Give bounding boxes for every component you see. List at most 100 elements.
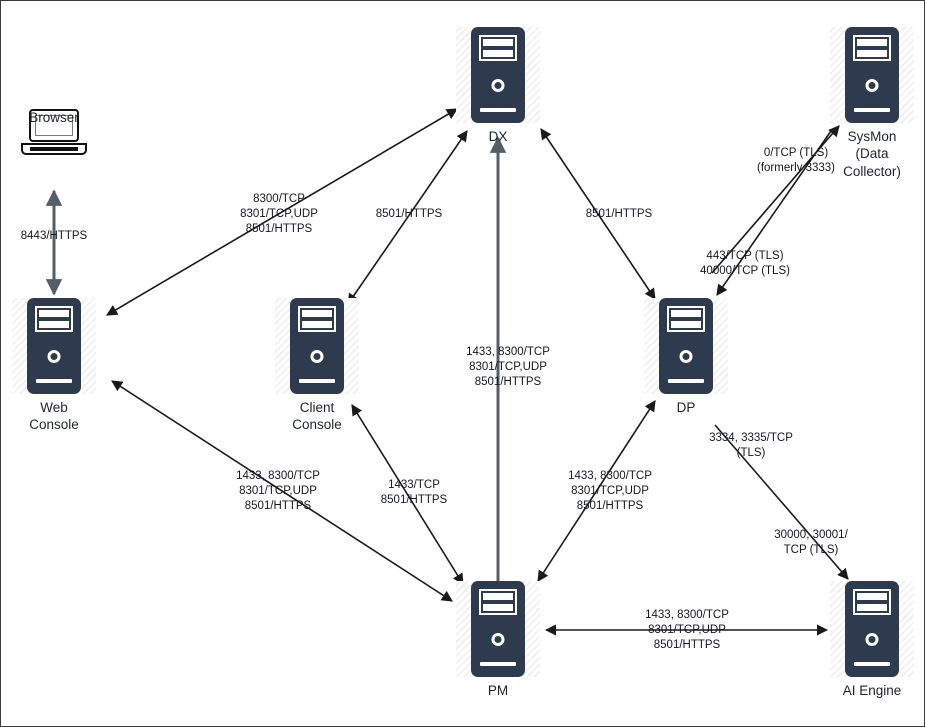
edge-label-sysmon-dp: 443/TCP (TLS) 40000/TCP (TLS) (700, 249, 790, 279)
port-line: 8501/HTTPS (380, 494, 448, 507)
node-backdrop (12, 298, 96, 394)
port-line: 8501/HTTPS (245, 223, 313, 236)
edge-client-console-dx (347, 130, 468, 305)
node-pm-label: PM (487, 683, 509, 698)
node-client-console[interactable]: Client Console (275, 298, 359, 434)
server-base-bar (299, 379, 335, 383)
label-line-1: Web (40, 400, 68, 415)
port-line: 1433, 8300/TCP (466, 346, 550, 358)
node-web-console[interactable]: Web Console (12, 298, 96, 434)
node-browser-label: Browser (29, 110, 79, 125)
port-line: 8443/HTTPS (20, 230, 88, 242)
edge-label-dx-pm: 1433, 8300/TCP 8301/TCP,UDP 8501/HTTPS (466, 345, 550, 391)
server-icon (471, 27, 525, 123)
server-bays-icon (853, 589, 891, 615)
edge-client-console-pm (351, 404, 464, 585)
server-icon (659, 298, 713, 394)
server-icon (845, 581, 899, 677)
node-sysmon[interactable]: SysMon (Data Collector) (830, 27, 914, 180)
server-base-bar (36, 379, 72, 383)
server-icon (471, 581, 525, 677)
port-line: 8501/HTTPS (474, 376, 542, 389)
port-line: (formerly 3333) (757, 162, 835, 175)
edge-dp-ai-engine (714, 424, 849, 580)
node-backdrop (456, 27, 540, 123)
node-backdrop (644, 298, 728, 394)
node-client-console-label: Client Console (292, 399, 342, 434)
port-line: 1433, 8300/TCP (645, 609, 729, 621)
node-backdrop (830, 27, 914, 123)
label-line-2: Console (292, 417, 342, 433)
server-bays-icon (298, 306, 336, 332)
port-line: 443/TCP (TLS) (706, 250, 784, 262)
node-sysmon-label: SysMon (Data Collector) (843, 128, 901, 180)
laptop-screen (29, 109, 79, 142)
node-web-console-label: Web Console (29, 399, 79, 434)
server-power-icon (491, 633, 505, 646)
edge-sysmon-dp (716, 130, 832, 296)
server-icon (27, 298, 81, 394)
edge-label-dp-sysmon: 0/TCP (TLS) (formerly 3333) (757, 146, 835, 176)
node-backdrop (456, 581, 540, 677)
edge-label-client-console-dx: 8501/HTTPS (376, 207, 442, 222)
port-line: 8301/TCP,UDP (571, 485, 649, 498)
server-bays-icon (35, 306, 73, 332)
port-line: 1433, 8300/TCP (236, 470, 320, 482)
edge-dx-dp (540, 128, 656, 300)
node-backdrop (830, 581, 914, 677)
port-line: (TLS) (736, 447, 766, 460)
edge-label-pm-ai-engine: 1433, 8300/TCP 8301/TCP,UDP 8501/HTTPS (645, 608, 729, 654)
port-line: 1433/TCP (388, 479, 440, 491)
edge-label-dp-ai-engine: 3334, 3335/TCP (TLS) (709, 431, 793, 461)
server-base-bar (668, 379, 704, 383)
port-line: 1433, 8300/TCP (568, 470, 652, 482)
server-base-bar (480, 108, 516, 112)
server-power-icon (679, 350, 693, 363)
label-line-2: Console (29, 417, 79, 433)
edge-label-browser-web-console: 8443/HTTPS (21, 229, 87, 244)
edge-label-ai-engine-dp: 30000, 30001/ TCP (TLS) (774, 528, 848, 558)
server-power-icon (491, 79, 505, 92)
port-line: 8501/HTTPS (653, 639, 721, 652)
label-line-2: (Data (855, 146, 889, 162)
node-dx-label: DX (488, 129, 508, 144)
port-line: 8501/HTTPS (585, 208, 653, 220)
server-bays-icon (479, 589, 517, 615)
server-icon (290, 298, 344, 394)
edge-label-web-console-dx: 8300/TCP 8301/TCP,UDP 8501/HTTPS (240, 192, 318, 238)
port-line: 8501/HTTPS (244, 500, 312, 513)
server-base-bar (854, 108, 890, 112)
port-line: 8301/TCP,UDP (648, 624, 726, 637)
server-icon (845, 27, 899, 123)
port-line: TCP (TLS) (783, 544, 839, 557)
port-line: 8300/TCP (253, 193, 305, 205)
edge-label-dp-pm: 1433, 8300/TCP 8301/TCP,UDP 8501/HTTPS (568, 469, 652, 515)
server-power-icon (865, 633, 879, 646)
node-ai-engine[interactable]: AI Engine (830, 581, 914, 699)
laptop-base (21, 143, 87, 155)
port-line: 0/TCP (TLS) (763, 147, 829, 159)
server-power-icon (310, 350, 324, 363)
port-line: 30000, 30001/ (774, 529, 848, 541)
server-bays-icon (667, 306, 705, 332)
node-dp[interactable]: DP (644, 298, 728, 416)
node-dx[interactable]: DX (456, 27, 540, 145)
edge-dp-pm (537, 400, 656, 582)
port-line: 8301/TCP,UDP (469, 361, 547, 374)
node-browser[interactable] (21, 109, 87, 155)
port-line: 8301/TCP,UDP (239, 485, 317, 498)
label-line-3: Collector) (843, 163, 901, 179)
label-line-1: Client (299, 400, 335, 415)
label-line-1: SysMon (847, 129, 897, 144)
port-line: 3334, 3335/TCP (709, 432, 793, 444)
server-power-icon (47, 350, 61, 363)
edge-label-client-console-pm: 1433/TCP 8501/HTTPS (381, 478, 447, 508)
server-bays-icon (479, 35, 517, 61)
node-backdrop (275, 298, 359, 394)
node-dp-label: DP (676, 400, 696, 415)
node-pm[interactable]: PM (456, 581, 540, 699)
edge-label-dx-dp: 8501/HTTPS (586, 207, 652, 222)
server-base-bar (854, 662, 890, 666)
port-line: 40000/TCP (TLS) (700, 265, 790, 278)
